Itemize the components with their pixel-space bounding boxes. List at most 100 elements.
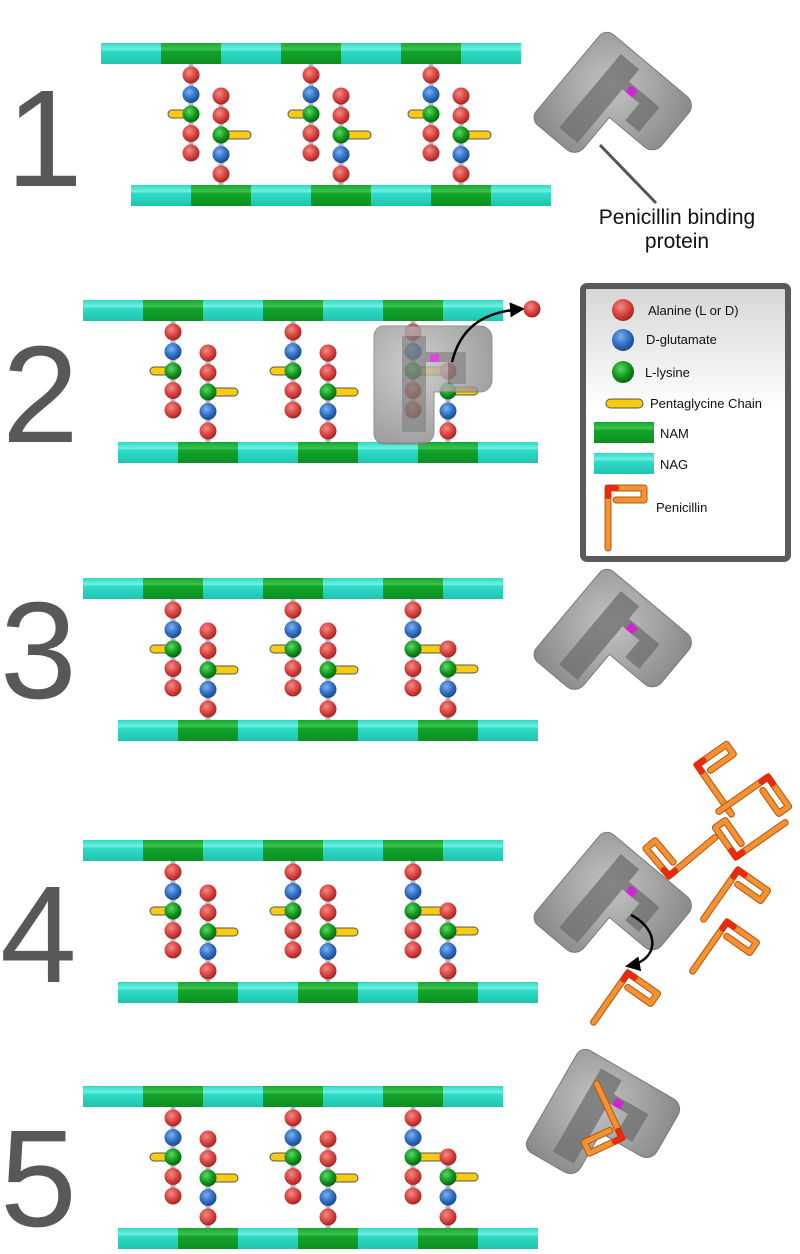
penicillin-binding-protein (533, 568, 692, 690)
alanine-ball (212, 165, 230, 183)
nag-segment (443, 840, 503, 861)
d-glutamate-ball (439, 942, 457, 960)
penicillin-molecule (590, 968, 661, 1026)
penicillin-molecule (700, 865, 771, 923)
alanine-ball (164, 1109, 182, 1127)
alanine-ball (284, 401, 302, 419)
legend-label-nag: NAG (660, 457, 688, 472)
l-lysine-ball (422, 105, 440, 123)
beta-lactam-ring (620, 968, 638, 983)
nag-segment (131, 185, 191, 206)
l-lysine-ball (319, 1169, 337, 1187)
peptide-chain-bottom (319, 622, 359, 720)
peptide-chain-top (149, 321, 182, 419)
alanine-ball (199, 364, 217, 381)
nam-segment (161, 43, 221, 64)
nag-segment (478, 442, 538, 463)
penicillin-body (694, 741, 736, 817)
d-glutamate-ball (319, 403, 337, 420)
nag-segment (358, 1228, 418, 1249)
step-number: 5 (0, 1102, 77, 1254)
pbp-groove (402, 336, 466, 432)
peptide-chain-top (407, 64, 440, 162)
pbp-body (533, 831, 692, 953)
nag-segment (238, 442, 298, 463)
l-lysine-ball (164, 902, 182, 920)
peptide-chain-bottom (439, 902, 479, 982)
penicillin-binding-protein (525, 1048, 681, 1175)
alanine-ball (302, 125, 320, 142)
alanine-ball (319, 962, 337, 980)
penicillin-legend-glyph (604, 484, 648, 552)
l-lysine-ball (404, 1148, 422, 1166)
alanine-ball (319, 884, 337, 902)
l-lysine-ball (199, 383, 217, 401)
released-alanine (523, 300, 541, 318)
glycan-strand-top (101, 43, 521, 64)
nag-segment (358, 720, 418, 741)
alanine-ball (284, 679, 302, 697)
l-lysine-ball (212, 126, 230, 144)
alanine-ball (212, 107, 230, 124)
l-lysine-ball (319, 923, 337, 941)
legend-label-penicillin: Penicillin (656, 500, 707, 515)
alanine-ball (439, 700, 457, 718)
step-panel-2: 2 (2, 300, 538, 472)
peptide-chain-bottom (439, 1148, 479, 1228)
nag-segment (118, 720, 178, 741)
penicillin-molecule (689, 917, 760, 975)
d-glutamate-ball (332, 146, 350, 163)
d-glutamate-ball (319, 681, 337, 698)
peptide-chain-top (149, 599, 182, 697)
alanine-ball (439, 1208, 457, 1226)
penicillin-binding-protein (533, 31, 692, 153)
alanine-ball (284, 323, 302, 341)
d-glutamate-ball (199, 1189, 217, 1206)
alanine-ball (199, 622, 217, 640)
nam-segment (191, 185, 251, 206)
d-glutamate-ball (439, 1188, 457, 1206)
peptide-chain-bottom (199, 1130, 239, 1228)
nam-segment (383, 300, 443, 321)
alanine-ball (319, 622, 337, 640)
nag-segment (371, 185, 431, 206)
l-lysine-ball (302, 105, 320, 123)
peptide-chain-top (149, 861, 182, 959)
beta-lactam-ring (611, 1127, 626, 1145)
alanine-ball (404, 601, 422, 619)
peptide-chain-bottom (452, 87, 492, 185)
l-lysine-ball (284, 902, 302, 920)
nag-segment (461, 43, 521, 64)
nag-segment (238, 720, 298, 741)
nag-segment (358, 442, 418, 463)
nam-segment (178, 1228, 238, 1249)
pentaglycine-chain-icon (605, 398, 644, 409)
nag-segment (118, 982, 178, 1003)
release-arrow (450, 302, 525, 363)
nag-segment (491, 185, 551, 206)
nam-segment (178, 982, 238, 1003)
l-lysine-ball (404, 640, 422, 658)
alanine-ball (164, 601, 182, 619)
nam-segment (401, 43, 461, 64)
active-site (625, 885, 638, 898)
peptide-chain-bottom (319, 344, 359, 442)
alanine-ball (164, 863, 182, 881)
pbp-body (373, 325, 493, 445)
alanine-ball (199, 422, 217, 440)
nag-segment (118, 1228, 178, 1249)
step-panel-1: 1 (6, 43, 551, 216)
alanine-ball (199, 904, 217, 921)
beta-lactam-ring (692, 757, 707, 775)
alanine-ball (199, 642, 217, 659)
pbp-body (533, 568, 692, 690)
peptide-chain-bottom (332, 87, 372, 185)
nam-segment (383, 578, 443, 599)
pbp-label-line1: Penicillin binding (599, 206, 755, 229)
peptide-chain-top (167, 64, 200, 162)
penicillin-binding-protein (373, 325, 493, 445)
l-lysine-ball-icon (612, 361, 634, 383)
pbp-groove (559, 853, 660, 943)
penicillin-body (605, 485, 647, 551)
